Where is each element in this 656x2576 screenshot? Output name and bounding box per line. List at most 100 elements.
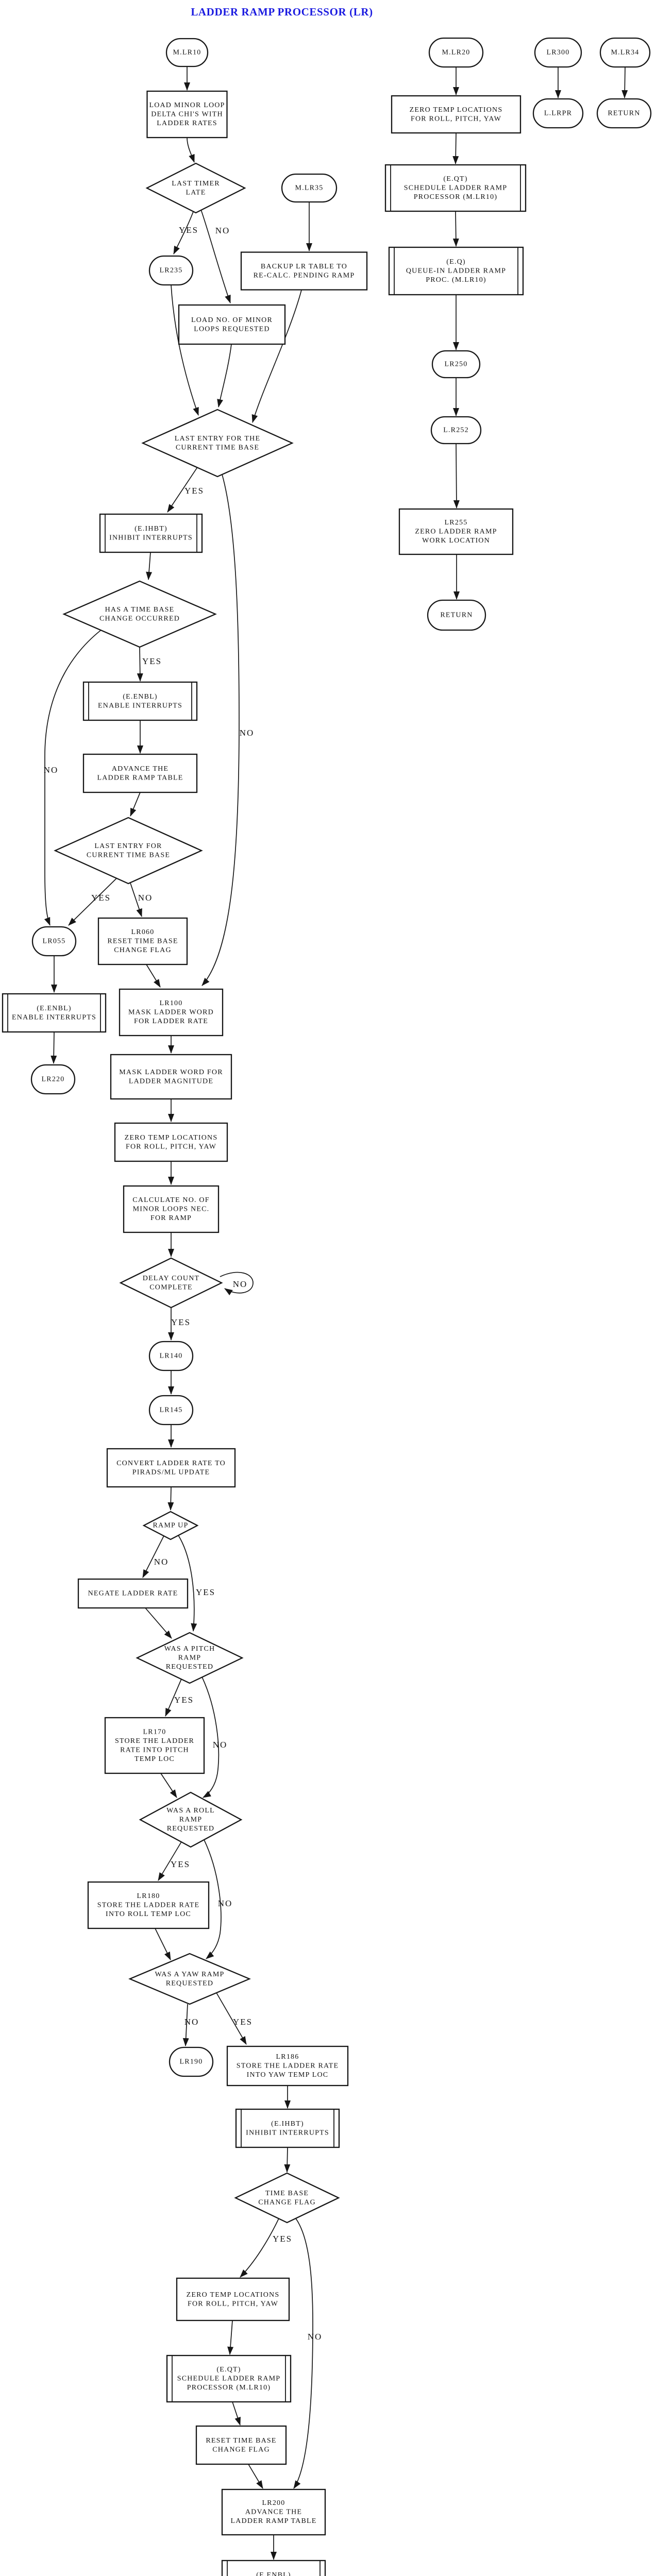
- terminator-shape: [169, 2046, 214, 2077]
- edge-label-yes: YES: [91, 893, 111, 903]
- node-label: LR255: [445, 519, 468, 527]
- edge-label-no: NO: [213, 1740, 228, 1750]
- edge-lr252-to-lr255: [453, 443, 460, 509]
- edge-label-yes: YES: [196, 1587, 215, 1597]
- predefined-shape: [235, 2108, 340, 2148]
- decision-shape: [139, 1791, 243, 1848]
- edge-label-yes: YES: [174, 1695, 194, 1705]
- node-label: STORE THE LADDER: [115, 1737, 194, 1745]
- process-shape: [97, 917, 188, 965]
- edge-label-no: NO: [138, 893, 153, 903]
- edge-label-yes: YES: [273, 2234, 292, 2244]
- edge-label-no: NO: [240, 728, 255, 738]
- predefined-shape: [384, 164, 527, 212]
- node-label: ZERO TEMP LOCATIONS: [410, 106, 503, 114]
- edge-label-yes: YES: [233, 2017, 253, 2027]
- process-shape: [87, 1881, 210, 1929]
- edge-label-yes: YES: [184, 486, 204, 496]
- process-shape: [398, 508, 514, 555]
- node-label: (E.Q): [446, 258, 466, 266]
- node-label: FOR ROLL, PITCH, YAW: [411, 115, 501, 123]
- node-label: COMPLETE: [149, 1283, 193, 1291]
- node-label: LR100: [160, 999, 183, 1007]
- process-shape: [110, 1054, 232, 1100]
- edge-reset2-to-lr200: [248, 2464, 263, 2489]
- edge-tbflag-yes-to-zero2: [240, 2218, 279, 2278]
- node-label: M.LR35: [295, 184, 323, 192]
- edge-label-no: NO: [218, 1899, 233, 1908]
- node-label: LADDER MAGNITUDE: [129, 1077, 213, 1085]
- node-label: (E.QT): [216, 2366, 241, 2374]
- node-label: STORE THE LADDER RATE: [237, 2062, 339, 2070]
- node-label: LR145: [160, 1406, 183, 1414]
- terminator-shape: [532, 98, 584, 129]
- edge-ihbt2-to-tbflag: [284, 2147, 291, 2173]
- node-label: LR140: [160, 1352, 183, 1360]
- terminator-shape: [428, 37, 484, 68]
- node-label: LOAD NO. OF MINOR: [191, 316, 273, 324]
- node-label: ZERO TEMP LOCATIONS: [187, 2291, 280, 2299]
- edge-last-entry1-yes-to-ihbt1: [167, 467, 198, 513]
- node-inhibit-interrupts-2: (E.IHBT)INHIBIT INTERRUPTS: [235, 2108, 340, 2148]
- process-shape: [195, 2425, 287, 2465]
- node-label: HAS A TIME BASE: [105, 606, 175, 614]
- node-label: DELTA CHI'S WITH: [151, 111, 223, 118]
- process-shape: [114, 1122, 228, 1162]
- node-negate-ladder-rate: NEGATE LADDER RATE: [77, 1578, 189, 1609]
- edge-label-yes: YES: [171, 1317, 191, 1327]
- edge-label-no: NO: [154, 1557, 169, 1567]
- node-mlr10: M.LR10: [165, 38, 209, 67]
- node-label: PROCESSOR (M.LR10): [187, 2384, 271, 2392]
- diagram-title: LADDER RAMP PROCESSOR (LR): [191, 6, 373, 18]
- edge-pitch-yes-to-lr170: [165, 1679, 182, 1717]
- node-label: RAMP: [178, 1654, 201, 1662]
- node-label: RETURN: [440, 612, 473, 619]
- node-label: TEMP LOC: [134, 1755, 175, 1763]
- edge-roll-yes-to-lr180: [158, 1841, 182, 1881]
- node-lr235: LR235: [148, 255, 194, 286]
- terminator-shape: [281, 173, 338, 203]
- node-label: FOR ROLL, PITCH, YAW: [126, 1143, 216, 1150]
- node-enable-interrupts-1: (E.ENBL)ENABLE INTERRUPTS: [82, 681, 198, 721]
- node-label: RESET TIME BASE: [107, 938, 178, 945]
- node-lr140: LR140: [148, 1341, 194, 1371]
- node-inhibit-interrupts-1: (E.IHBT)INHIBIT INTERRUPTS: [99, 513, 203, 553]
- node-label: INHIBIT INTERRUPTS: [246, 2129, 329, 2137]
- process-shape: [240, 251, 368, 291]
- node-llrpr: L.LRPR: [532, 98, 584, 129]
- node-label: SCHEDULE LADDER RAMP: [177, 2375, 281, 2383]
- node-label: CHANGE FLAG: [258, 2198, 316, 2206]
- node-label: LADDER RAMP TABLE: [97, 774, 183, 782]
- predefined-shape: [166, 2354, 292, 2403]
- edge-advance1-to-last-entry2: [130, 792, 141, 817]
- node-label: DELAY COUNT: [143, 1275, 200, 1282]
- node-label: FOR LADDER RATE: [134, 1018, 208, 1025]
- node-lr250: LR250: [431, 350, 481, 379]
- node-label: M.LR34: [611, 49, 639, 57]
- edge-eqt2-to-reset2: [232, 2401, 241, 2426]
- edge-tbchange-no-to-lr055: [44, 630, 102, 926]
- terminator-shape: [427, 599, 486, 631]
- node-label: ENABLE INTERRUPTS: [98, 702, 182, 709]
- decision-shape: [142, 1511, 199, 1540]
- terminator-shape: [431, 350, 481, 379]
- node-label: PIRADS/ML UPDATE: [132, 1468, 210, 1476]
- node-label: LAST TIMER: [172, 180, 220, 188]
- decision-shape: [119, 1257, 223, 1309]
- decision-shape: [145, 162, 246, 214]
- node-label: CURRENT TIME BASE: [87, 851, 170, 859]
- edge-label-no: NO: [215, 226, 230, 235]
- node-label: (E.ENBL): [256, 2571, 291, 2576]
- node-label: CALCULATE NO. OF: [132, 1196, 209, 1204]
- node-label: RE-CALC. PENDING RAMP: [254, 272, 355, 279]
- process-shape: [106, 1448, 236, 1488]
- node-label: M.LR20: [442, 49, 470, 57]
- process-shape: [391, 95, 522, 134]
